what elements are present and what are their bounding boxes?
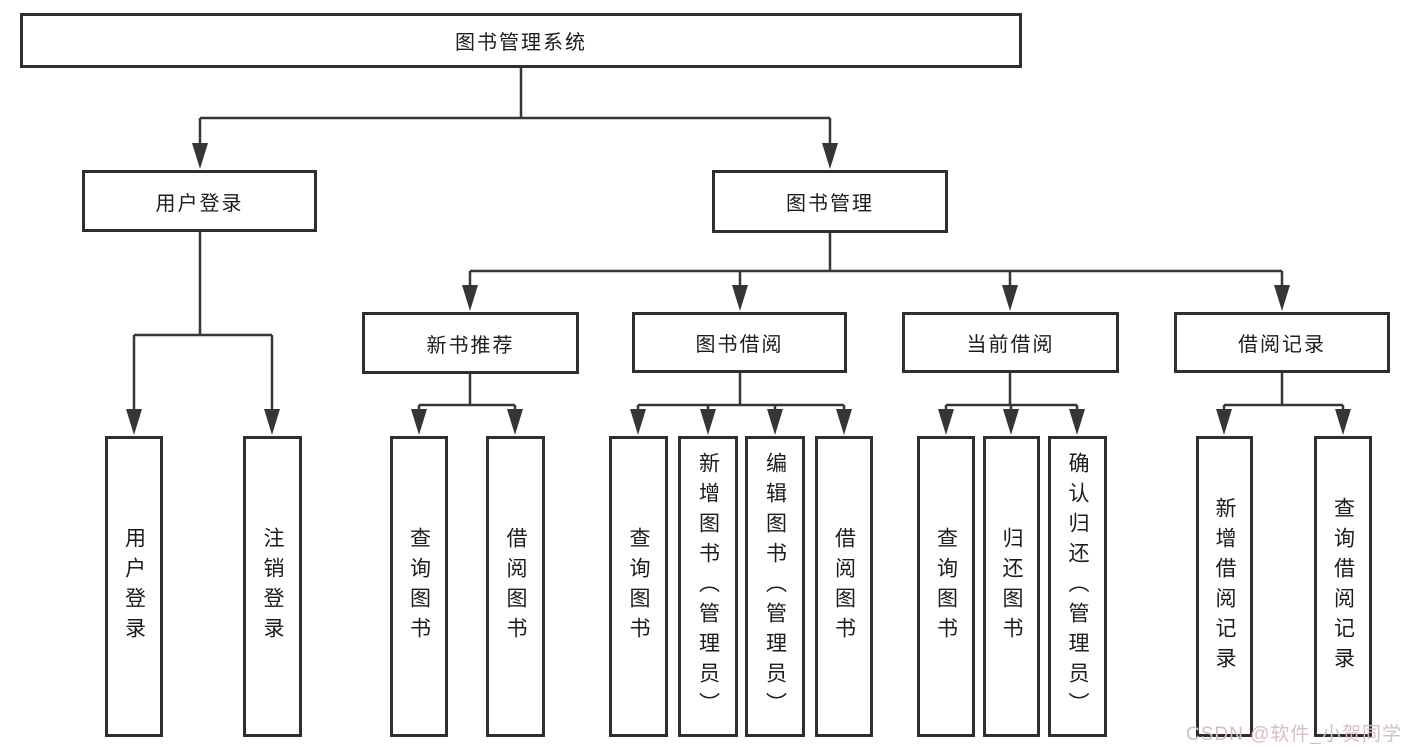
leaf-logout: 注销登录 bbox=[243, 436, 302, 737]
leaf-label: 借阅图书 bbox=[832, 526, 856, 647]
leaf-query-books-recommend: 查询图书 bbox=[390, 436, 448, 737]
node-book-management: 图书管理 bbox=[712, 170, 948, 233]
leaf-borrow-books-recommend: 借阅图书 bbox=[486, 436, 545, 737]
node-book-borrowing: 图书借阅 bbox=[632, 312, 847, 373]
node-label: 新书推荐 bbox=[426, 334, 515, 357]
leaf-label: 借阅图书 bbox=[504, 526, 527, 647]
node-label: 图书管理系统 bbox=[455, 32, 587, 54]
leaf-query-books-borrow: 查询图书 bbox=[609, 436, 668, 737]
connector-lines bbox=[132, 68, 1345, 412]
leaf-label: 查询图书 bbox=[627, 526, 650, 647]
node-user-login: 用户登录 bbox=[82, 170, 317, 232]
leaf-label: 归还图书 bbox=[1000, 526, 1023, 647]
leaf-label: 新增借阅记录 bbox=[1213, 496, 1236, 677]
leaf-borrow-books: 借阅图书 bbox=[815, 436, 873, 737]
leaf-return-books: 归还图书 bbox=[983, 436, 1040, 737]
node-current-borrowing: 当前借阅 bbox=[902, 312, 1119, 373]
node-borrowing-records: 借阅记录 bbox=[1174, 312, 1390, 373]
node-label: 图书借阅 bbox=[695, 334, 784, 356]
leaf-confirm-return-admin: 确认归还（管理员） bbox=[1048, 436, 1107, 737]
node-library-management-system: 图书管理系统 bbox=[20, 13, 1022, 68]
node-label: 当前借阅 bbox=[966, 334, 1055, 356]
node-label: 借阅记录 bbox=[1238, 334, 1326, 356]
leaf-label: 查询图书 bbox=[934, 526, 958, 647]
node-label: 用户登录 bbox=[155, 192, 244, 215]
leaf-label: 查询图书 bbox=[407, 526, 431, 647]
leaf-label: 用户登录 bbox=[122, 526, 146, 647]
node-label: 图书管理 bbox=[786, 193, 874, 215]
arrowheads bbox=[126, 143, 1351, 435]
leaf-label: 编辑图书（管理员） bbox=[763, 451, 787, 722]
leaf-edit-books-admin: 编辑图书（管理员） bbox=[745, 436, 805, 737]
csdn-watermark: CSDN @软件_小贺同学 bbox=[1186, 724, 1402, 745]
leaf-label: 新增图书（管理员） bbox=[696, 451, 720, 722]
leaf-query-borrow-record: 查询借阅记录 bbox=[1314, 436, 1372, 737]
leaf-query-books-current: 查询图书 bbox=[917, 436, 975, 737]
leaf-add-books-admin: 新增图书（管理员） bbox=[678, 436, 738, 737]
leaf-label: 注销登录 bbox=[261, 526, 284, 647]
leaf-user-login: 用户登录 bbox=[105, 436, 163, 737]
node-new-book-recommendation: 新书推荐 bbox=[362, 312, 579, 374]
leaf-label: 查询借阅记录 bbox=[1331, 496, 1355, 677]
leaf-add-borrow-record: 新增借阅记录 bbox=[1196, 436, 1253, 737]
leaf-label: 确认归还（管理员） bbox=[1066, 451, 1089, 722]
